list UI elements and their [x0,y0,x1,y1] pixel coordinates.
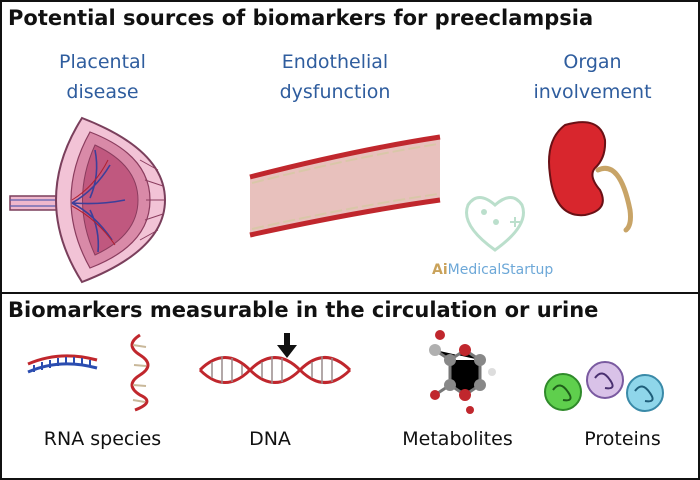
category-placental-disease: Placental disease [59,51,146,103]
dna-icon [198,333,352,384]
watermark-brand: AiMedicalStartup [432,262,553,278]
metabolite-molecule-icon [429,330,496,414]
watermark-rest: MedicalStartup [447,262,554,278]
label-metabolites: Metabolites [402,428,513,450]
category-organ-involvement: Organ involvement [533,51,652,103]
bottom-section-title: Biomarkers measurable in the circulation… [8,298,599,322]
blood-vessel-icon [249,134,441,238]
top-section-title: Potential sources of biomarkers for pree… [8,6,594,30]
rna-icon [27,333,150,412]
kidney-icon [548,121,633,233]
category-endothelial-dysfunction: Endothelial dysfunction [279,51,391,103]
watermark-prefix: Ai [432,262,448,278]
label-dna: DNA [249,428,291,450]
label-rna-species: RNA species [43,428,162,450]
section-divider [0,292,700,294]
placenta-icon [9,116,167,284]
protein-icon [544,361,664,412]
label-proteins: Proteins [584,428,661,450]
watermark-heart-icon [465,196,525,252]
